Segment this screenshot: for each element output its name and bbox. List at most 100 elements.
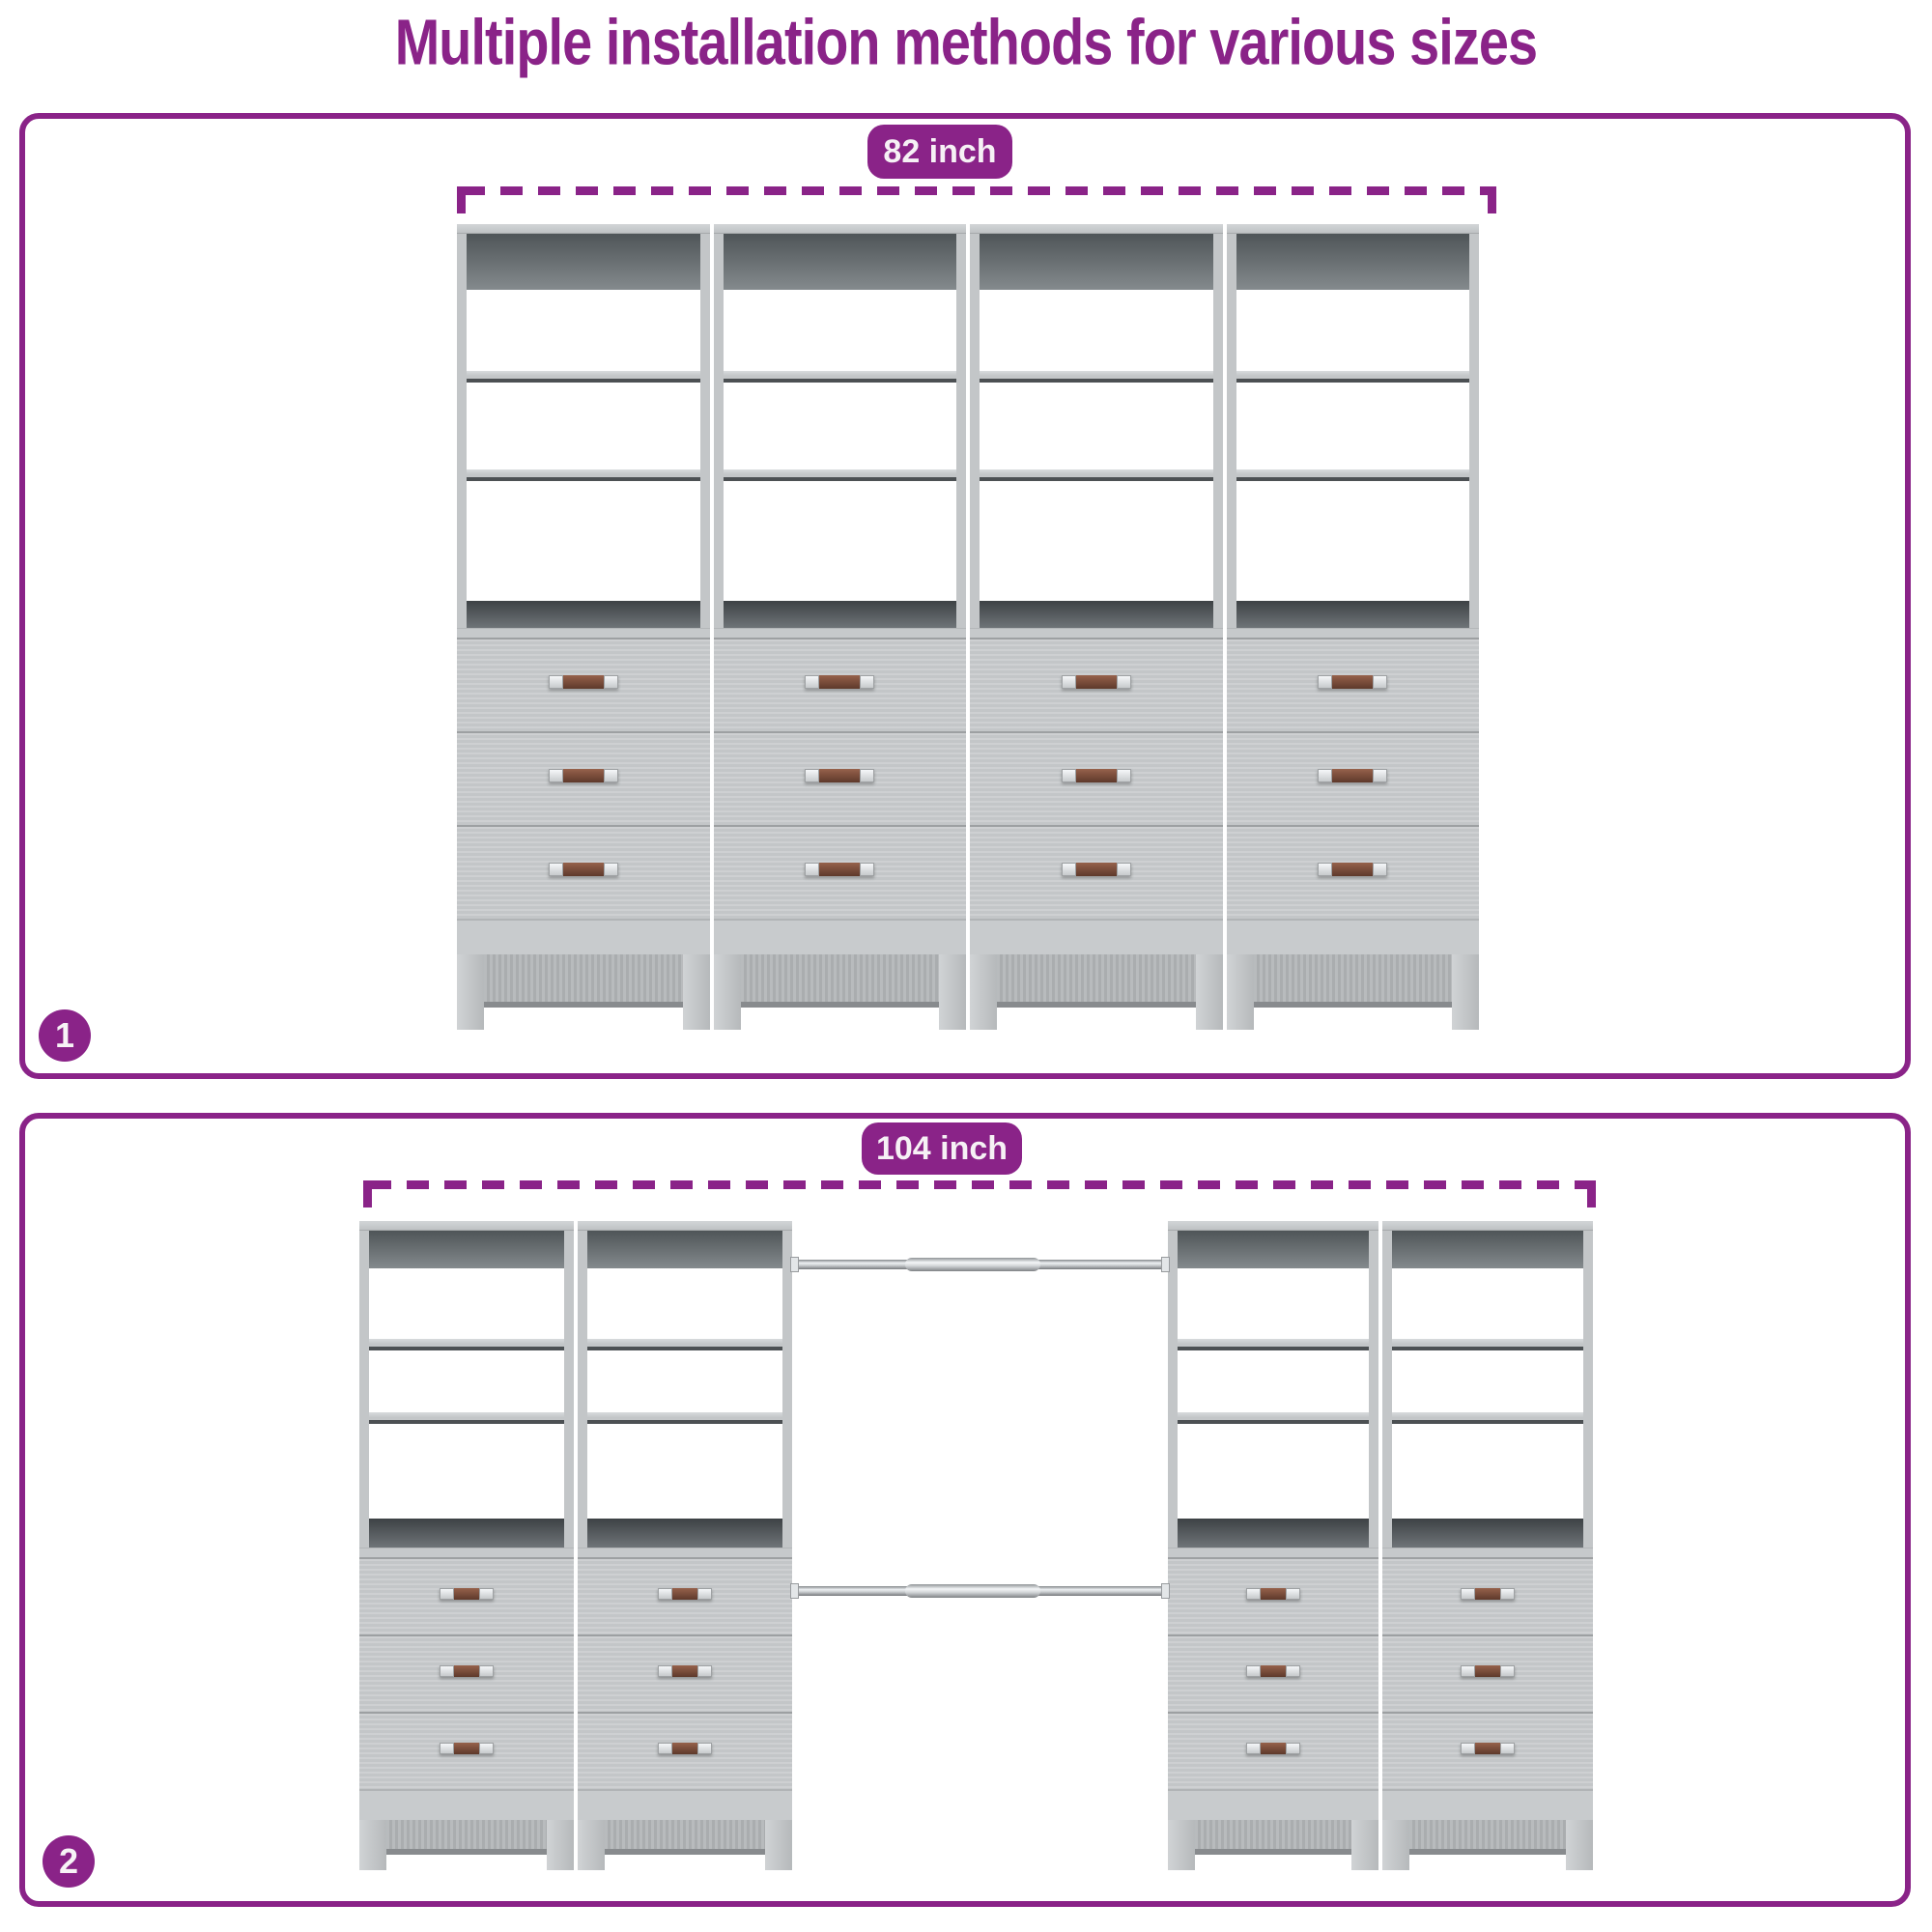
- unit-back-panel: [1178, 1231, 1369, 1268]
- page-title-text: Multiple installation methods for variou…: [394, 7, 1538, 79]
- drawer: [1226, 825, 1479, 919]
- handle-cap: [860, 674, 875, 689]
- handle-cap: [440, 1742, 454, 1754]
- unit-shelf-section: [1226, 234, 1479, 628]
- handle-cap: [1318, 862, 1333, 876]
- drawer-handle: [1061, 674, 1131, 689]
- measure-tick-right: [1488, 186, 1496, 213]
- drawer: [359, 1712, 574, 1789]
- closet-pair-left: [359, 1221, 792, 1870]
- drawer-top-board: [1226, 628, 1479, 638]
- closet-unit: [578, 1221, 792, 1870]
- unit-leg-left: [457, 954, 484, 1030]
- handle-cap: [1500, 1664, 1515, 1677]
- unit-back-bottom: [723, 601, 956, 628]
- unit-base-board: [1226, 919, 1479, 954]
- handle-bar: [1261, 1587, 1286, 1600]
- handle-cap: [1318, 674, 1333, 689]
- handle-cap: [1373, 674, 1388, 689]
- closet-unit: [359, 1221, 574, 1870]
- shelf-board: [587, 1412, 782, 1424]
- handle-cap: [1286, 1664, 1300, 1677]
- handle-cap: [658, 1664, 672, 1677]
- drawer-handle: [1318, 768, 1388, 782]
- handle-bar: [1475, 1742, 1500, 1754]
- unit-back-bottom: [467, 601, 700, 628]
- method-panel-1: 82 inch: [19, 113, 1911, 1079]
- rod-bracket-right: [1161, 1257, 1170, 1272]
- kick-face: [1195, 1820, 1351, 1856]
- drawer: [359, 1557, 574, 1634]
- unit-base-kick: [713, 954, 966, 1030]
- rod-bracket-left: [790, 1257, 799, 1272]
- unit-back-bottom: [587, 1519, 782, 1548]
- closet-unit: [457, 224, 710, 1030]
- drawer: [1382, 1712, 1593, 1789]
- shelf-board: [980, 371, 1213, 383]
- unit-shelf-section: [359, 1231, 574, 1548]
- handle-bar: [562, 674, 604, 689]
- drawer-handle: [548, 768, 618, 782]
- unit-back-bottom: [980, 601, 1213, 628]
- drawer: [457, 825, 710, 919]
- shelf-opening: [980, 481, 1213, 601]
- drawer-handle: [658, 1742, 712, 1754]
- method-panel-2: 104 inch: [19, 1113, 1911, 1907]
- handle-cap: [658, 1587, 672, 1600]
- handle-cap: [1500, 1742, 1515, 1754]
- size-badge-82: 82 inch: [867, 125, 1012, 179]
- handle-cap: [1461, 1587, 1475, 1600]
- handle-bar: [1332, 862, 1374, 876]
- unit-shelf-section: [1382, 1231, 1593, 1548]
- drawer-handle: [805, 768, 875, 782]
- handle-cap: [697, 1742, 712, 1754]
- handle-bar: [562, 862, 604, 876]
- shelf-opening: [587, 1350, 782, 1412]
- drawer-top-board: [457, 628, 710, 638]
- drawer-handle: [805, 862, 875, 876]
- step-number-1: 1: [39, 1009, 91, 1062]
- shelf-opening: [723, 290, 956, 371]
- handle-bar: [1332, 768, 1374, 782]
- handle-bar: [1475, 1587, 1500, 1600]
- handle-cap: [1116, 674, 1131, 689]
- shelf-opening: [587, 1268, 782, 1339]
- shelf-opening: [467, 290, 700, 371]
- unit-top-board: [457, 224, 710, 234]
- step-number-2: 2: [43, 1835, 95, 1888]
- unit-base-kick: [359, 1820, 574, 1870]
- shelf-opening: [1392, 1268, 1583, 1339]
- closet-unit: [1382, 1221, 1593, 1870]
- handle-cap: [548, 768, 563, 782]
- shelf-opening: [1178, 1350, 1369, 1412]
- unit-base-board: [457, 919, 710, 954]
- unit-leg-left: [1382, 1820, 1409, 1870]
- measure-tick-left: [363, 1180, 372, 1208]
- handle-cap: [1286, 1742, 1300, 1754]
- unit-shelf-section: [457, 234, 710, 628]
- unit-base-kick: [457, 954, 710, 1030]
- handle-cap: [479, 1664, 494, 1677]
- size-badge-104: 104 inch: [862, 1122, 1022, 1175]
- drawer-handle: [1246, 1742, 1300, 1754]
- rod-bracket-left: [790, 1583, 799, 1599]
- unit-top-board: [970, 224, 1223, 234]
- kick-face: [1253, 954, 1452, 1008]
- shelf-board: [369, 1412, 564, 1424]
- unit-base-board: [1382, 1789, 1593, 1820]
- kick-face: [1409, 1820, 1566, 1856]
- handle-cap: [1461, 1664, 1475, 1677]
- drawer: [1226, 731, 1479, 825]
- unit-back-bottom: [1178, 1519, 1369, 1548]
- shelf-opening: [1236, 290, 1469, 371]
- shelf-board: [1178, 1412, 1369, 1424]
- shelf-opening: [467, 481, 700, 601]
- unit-leg-left: [970, 954, 997, 1030]
- drawer: [1382, 1634, 1593, 1712]
- drawer: [713, 731, 966, 825]
- shelf-board: [980, 469, 1213, 481]
- shelf-board: [587, 1339, 782, 1350]
- drawer-handle: [658, 1664, 712, 1677]
- handle-bar: [1475, 1664, 1500, 1677]
- handle-cap: [1286, 1587, 1300, 1600]
